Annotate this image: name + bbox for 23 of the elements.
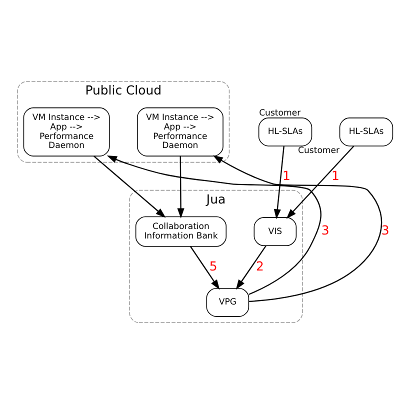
edge-label: 5	[209, 258, 218, 274]
edge-label: 1	[332, 168, 340, 184]
edge-label: 2	[256, 258, 264, 274]
node-label: Customer	[298, 146, 340, 156]
arrow	[274, 146, 284, 220]
arrow	[177, 156, 184, 218]
arrow	[236, 245, 266, 290]
node-box: VIS	[254, 217, 297, 246]
edge-label: 3	[381, 222, 390, 238]
arrow	[106, 156, 322, 295]
node-label: Customer	[259, 108, 301, 118]
node-box: HL-SLAs	[258, 118, 312, 146]
arrow	[190, 246, 220, 290]
arrow	[286, 146, 354, 219]
node-box: VM Instance --> App --> Performance Daemon	[137, 107, 224, 156]
node-box: VM Instance --> App --> Performance Daemon	[23, 107, 110, 156]
arrow	[212, 155, 382, 302]
edge-label: 1	[282, 168, 290, 184]
arrow	[94, 156, 166, 218]
edge-label: 3	[321, 222, 330, 238]
node-box: Collaboration Information Bank	[135, 216, 227, 247]
node-box: HL-SLAs	[339, 118, 394, 146]
node-box: VPG	[206, 288, 250, 317]
